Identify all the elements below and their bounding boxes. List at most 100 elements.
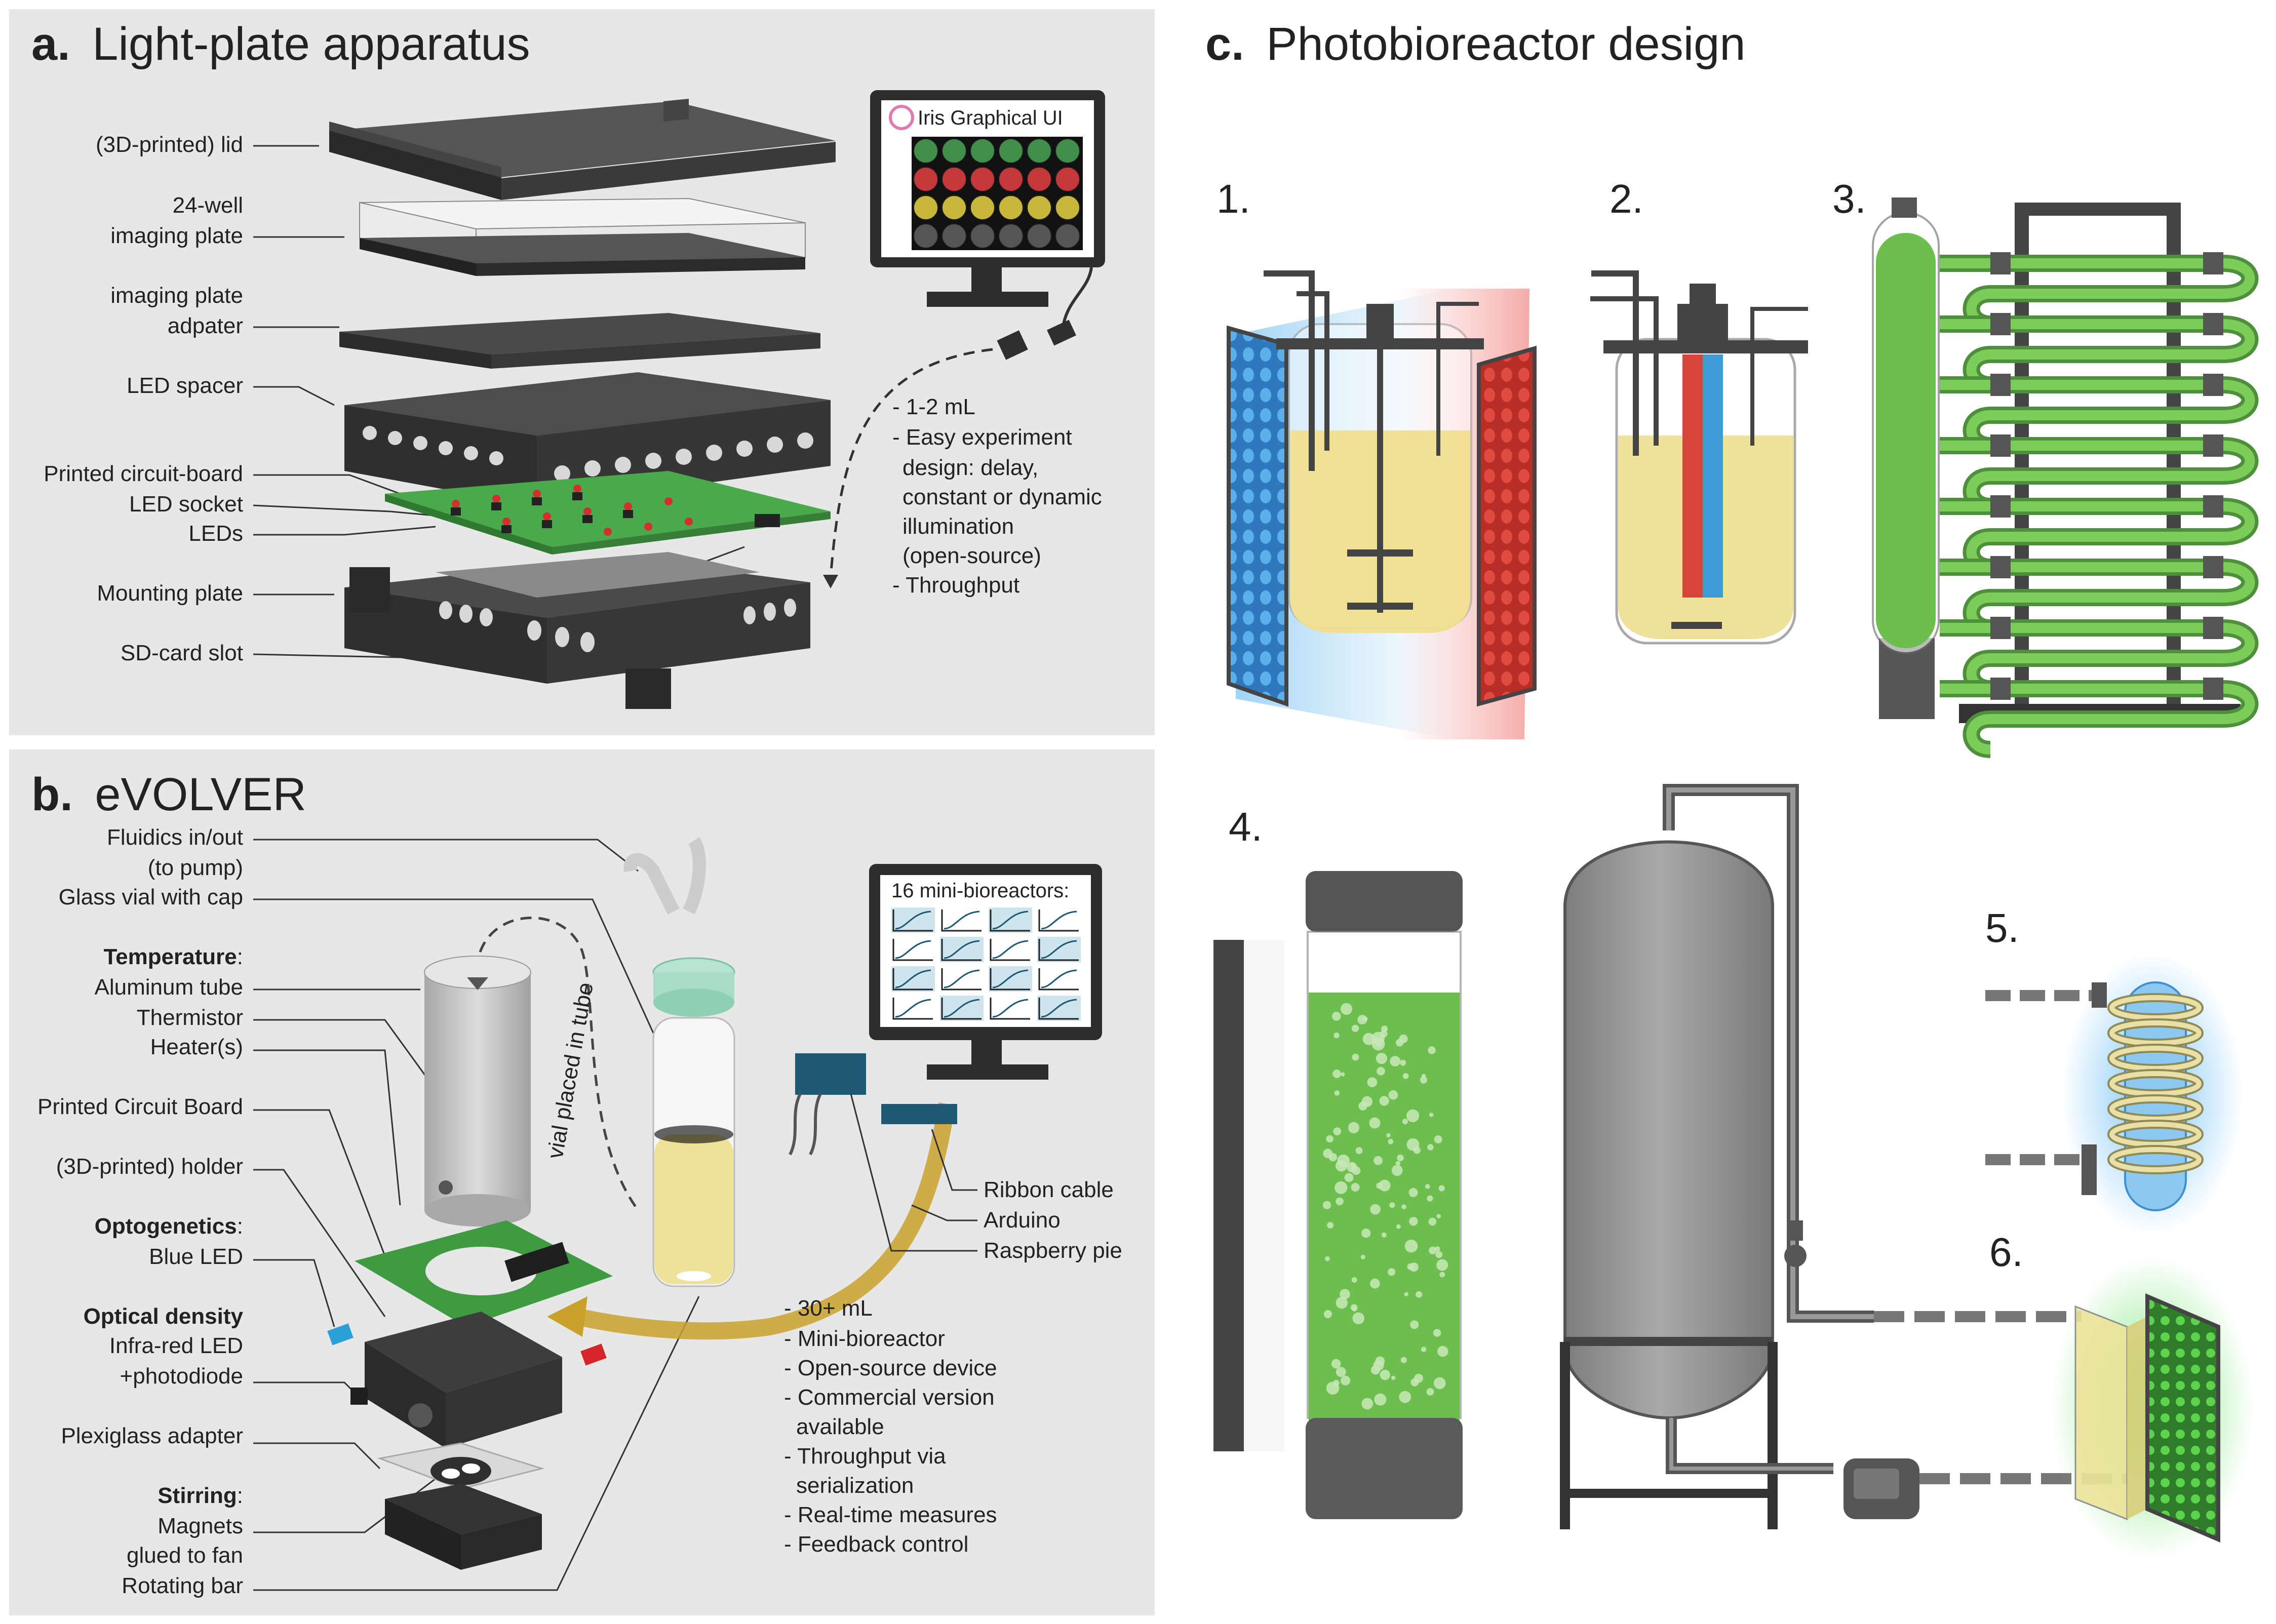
bubble <box>1370 1204 1381 1215</box>
bubble <box>1376 1182 1383 1189</box>
raspberry-box <box>881 1104 957 1124</box>
design-number-3: 3. <box>1832 176 1866 221</box>
blue-led-strip <box>1703 354 1723 598</box>
bubble <box>1361 1398 1374 1410</box>
panel-b-notes: - 30+ mL - Mini-bioreactor - Open-source… <box>784 1296 997 1557</box>
bubble <box>1331 1011 1341 1021</box>
bubble <box>1336 1367 1346 1377</box>
bubble <box>1420 1076 1428 1084</box>
bubble <box>1433 1329 1441 1337</box>
red-led <box>580 1343 607 1366</box>
label-b-13: +photodiode <box>120 1364 243 1389</box>
bubble <box>1328 1153 1338 1162</box>
bubble <box>1436 1259 1448 1271</box>
bubble <box>1439 1272 1445 1278</box>
bubble <box>1337 1154 1350 1167</box>
label-sd-card: SD-card slot <box>121 641 243 665</box>
label-imaging-plate-1: 24-well <box>173 193 243 218</box>
bubble <box>1351 1277 1357 1283</box>
design-number-4: 4. <box>1229 804 1263 849</box>
bubble <box>1348 1122 1360 1133</box>
bubble <box>1322 1201 1331 1209</box>
label-b-0: Fluidics in/out <box>107 825 243 850</box>
bubble <box>1333 1379 1340 1387</box>
bubble <box>1360 1254 1365 1259</box>
well <box>941 195 967 220</box>
label-b-1: (to pump) <box>148 855 243 880</box>
well <box>913 223 938 249</box>
well <box>913 195 938 220</box>
tubular-loops <box>1940 252 2259 758</box>
bubble <box>1406 1109 1420 1122</box>
note-a-0: - 1-2 mL <box>892 394 975 419</box>
bubble <box>1335 1181 1348 1194</box>
bubble <box>1341 1072 1345 1077</box>
ribbon-arrow-head <box>547 1296 587 1337</box>
bubble <box>1340 1289 1350 1299</box>
bubble <box>1427 1195 1433 1202</box>
bubble <box>1351 1024 1359 1032</box>
bubble <box>1395 1039 1404 1047</box>
label-lid: (3D-printed) lid <box>96 132 243 157</box>
note-b-3: - Commercial version <box>784 1385 995 1410</box>
bubble <box>1406 1138 1420 1151</box>
bubble <box>1362 1033 1375 1045</box>
panel-b-right-labels: Ribbon cable Arduino Raspberry pie <box>984 1177 1122 1263</box>
note-b-8: - Feedback control <box>784 1532 968 1557</box>
panel-a-title: Light-plate apparatus <box>92 18 530 70</box>
mini-bioreactors-title: 16 mini-bioreactors: <box>891 880 1069 902</box>
note-b-5: - Throughput via <box>784 1444 946 1469</box>
label-ribbon-cable: Ribbon cable <box>984 1177 1114 1202</box>
coil-rings <box>2107 993 2204 1174</box>
well <box>998 138 1024 164</box>
bubble <box>1391 1375 1396 1380</box>
red-led-strip <box>1682 354 1703 598</box>
bubble <box>1389 1202 1395 1208</box>
bubble <box>1326 1135 1333 1143</box>
bubble <box>1397 1154 1404 1162</box>
bubble <box>1388 1090 1398 1100</box>
label-b-4: Aluminum tube <box>95 975 243 1000</box>
label-leds: LEDs <box>188 521 243 546</box>
label-b-10: Blue LED <box>149 1244 243 1269</box>
note-b-6: serialization <box>796 1473 914 1498</box>
label-raspberry: Raspberry pie <box>984 1238 1122 1263</box>
panel-b-labels: Fluidics in/out(to pump)Glass vial with … <box>37 825 243 1598</box>
mini-plot <box>989 937 1032 962</box>
label-b-14: Plexiglass adapter <box>61 1423 243 1448</box>
well <box>1055 195 1080 220</box>
bubble <box>1324 1256 1330 1261</box>
bubble <box>1434 1246 1440 1252</box>
lid <box>329 99 836 200</box>
design-number-2: 2. <box>1610 176 1643 221</box>
well <box>941 138 967 164</box>
label-arduino: Arduino <box>984 1208 1061 1233</box>
light-plate-stack <box>329 99 836 709</box>
bubble <box>1400 1357 1407 1363</box>
design-5-coil <box>1985 952 2244 1236</box>
green-led-panel <box>2145 1293 2220 1543</box>
panel-b-leader-lines <box>253 839 700 1591</box>
panel-c-letter: c. <box>1205 18 1244 70</box>
mini-plot <box>1037 907 1081 933</box>
design-1-stirred-tank <box>1227 270 1537 739</box>
bubble <box>1327 1221 1334 1229</box>
bubble <box>1379 1096 1389 1106</box>
panel-a-arrow-head <box>823 575 838 588</box>
well <box>970 223 995 249</box>
bubble <box>1388 1138 1394 1144</box>
bubble <box>1340 1003 1353 1015</box>
bubble <box>1401 1204 1406 1209</box>
bubble <box>1369 1117 1381 1129</box>
design-3-tubular <box>1872 197 2259 758</box>
label-b-9: Optogenetics: <box>95 1214 243 1239</box>
panel-a-dashed-arrow <box>829 348 993 578</box>
label-led-spacer: LED spacer <box>127 373 243 398</box>
bubble <box>1428 1217 1437 1226</box>
well <box>970 167 995 192</box>
label-b-16: Magnets <box>158 1514 243 1538</box>
evolver-base <box>327 1220 613 1570</box>
panel-b-title: eVOLVER <box>95 769 306 820</box>
label-b-18: Rotating bar <box>122 1573 243 1598</box>
note-b-0: - 30+ mL <box>784 1296 873 1321</box>
